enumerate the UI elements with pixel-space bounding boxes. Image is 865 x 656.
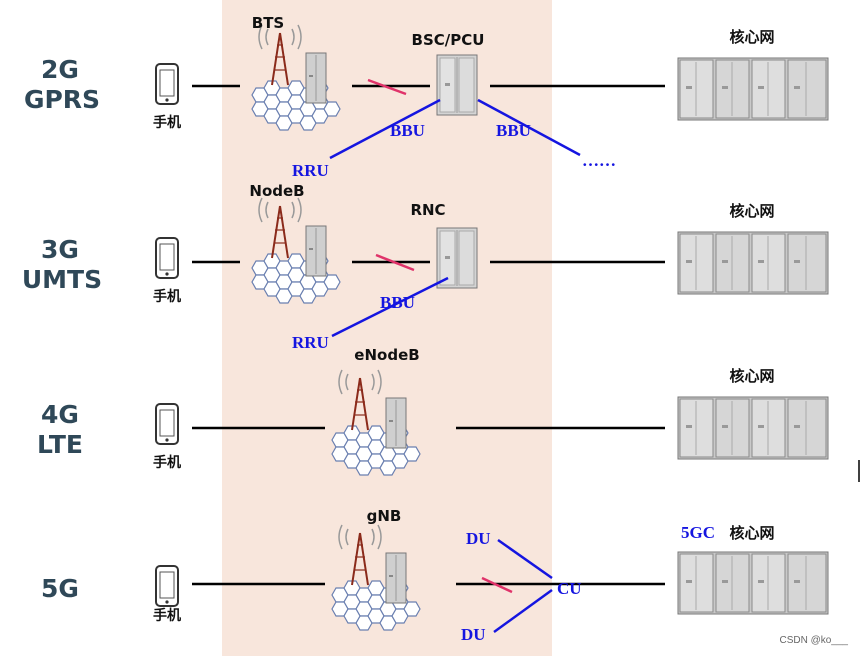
phone-label: 手机 xyxy=(153,607,181,624)
generation-label-2g: 2G xyxy=(41,55,79,84)
phone-label: 手机 xyxy=(153,454,181,471)
station-label-bts: BTS xyxy=(252,14,284,32)
phone-label: 手机 xyxy=(153,288,181,305)
core-network-server-icon xyxy=(677,231,829,295)
controller-label-rnc: RNC xyxy=(410,201,445,219)
generation-label-5g: 5G xyxy=(41,574,79,603)
station-label-nodeb: NodeB xyxy=(249,182,304,200)
generation-sublabel-umts: UMTS xyxy=(22,265,102,294)
core-network-label: 核心网 xyxy=(729,28,774,46)
core-network-server-icon xyxy=(677,57,829,121)
bbu-label: BBU xyxy=(390,121,425,140)
phone-icon xyxy=(155,63,179,105)
generation-label-4g: 4G xyxy=(41,400,79,429)
generation-label-3g: 3G xyxy=(41,235,79,264)
phone-icon xyxy=(155,565,179,607)
cut-mark xyxy=(367,78,407,96)
core-network-label: 核心网 xyxy=(729,367,774,385)
phone-icon xyxy=(155,237,179,279)
cu-label: CU xyxy=(557,579,582,598)
du-label: DU xyxy=(466,529,491,548)
bbu-label: BBU xyxy=(380,293,415,312)
bbu-label: BBU xyxy=(496,121,531,140)
cut-mark xyxy=(375,253,415,272)
generation-sublabel-lte: LTE xyxy=(37,430,83,459)
bbu-rru-split-line xyxy=(331,276,449,338)
bbu-rru-split-line xyxy=(329,98,441,160)
rru-label: RRU xyxy=(292,333,329,352)
core-network-server-icon xyxy=(677,551,829,615)
station-label-gnb: gNB xyxy=(367,507,402,525)
phone-label: 手机 xyxy=(153,114,181,131)
phone-icon xyxy=(155,403,179,445)
station-label-enodeb: eNodeB xyxy=(354,346,419,364)
core-network-label: 核心网 xyxy=(729,524,774,542)
cut-mark xyxy=(481,576,513,594)
du-cu-split-line xyxy=(497,538,553,580)
core-network-server-icon xyxy=(677,396,829,460)
controller-cabinet-icon xyxy=(436,54,478,116)
generation-sublabel-gprs: GPRS xyxy=(24,85,100,114)
bbu-split-line xyxy=(477,98,581,157)
rru-label: RRU xyxy=(292,161,329,180)
controller-label-bsc-pcu: BSC/PCU xyxy=(412,31,485,49)
du-cu-split-line xyxy=(493,588,553,634)
controller-cabinet-icon xyxy=(436,227,478,289)
watermark: CSDN @ko___ xyxy=(779,635,848,646)
core-network-label: 核心网 xyxy=(729,202,774,220)
core-network-prefix-5gc: 5GC xyxy=(681,523,715,542)
du-label: DU xyxy=(461,625,486,644)
ellipsis-label: …… xyxy=(582,151,616,170)
